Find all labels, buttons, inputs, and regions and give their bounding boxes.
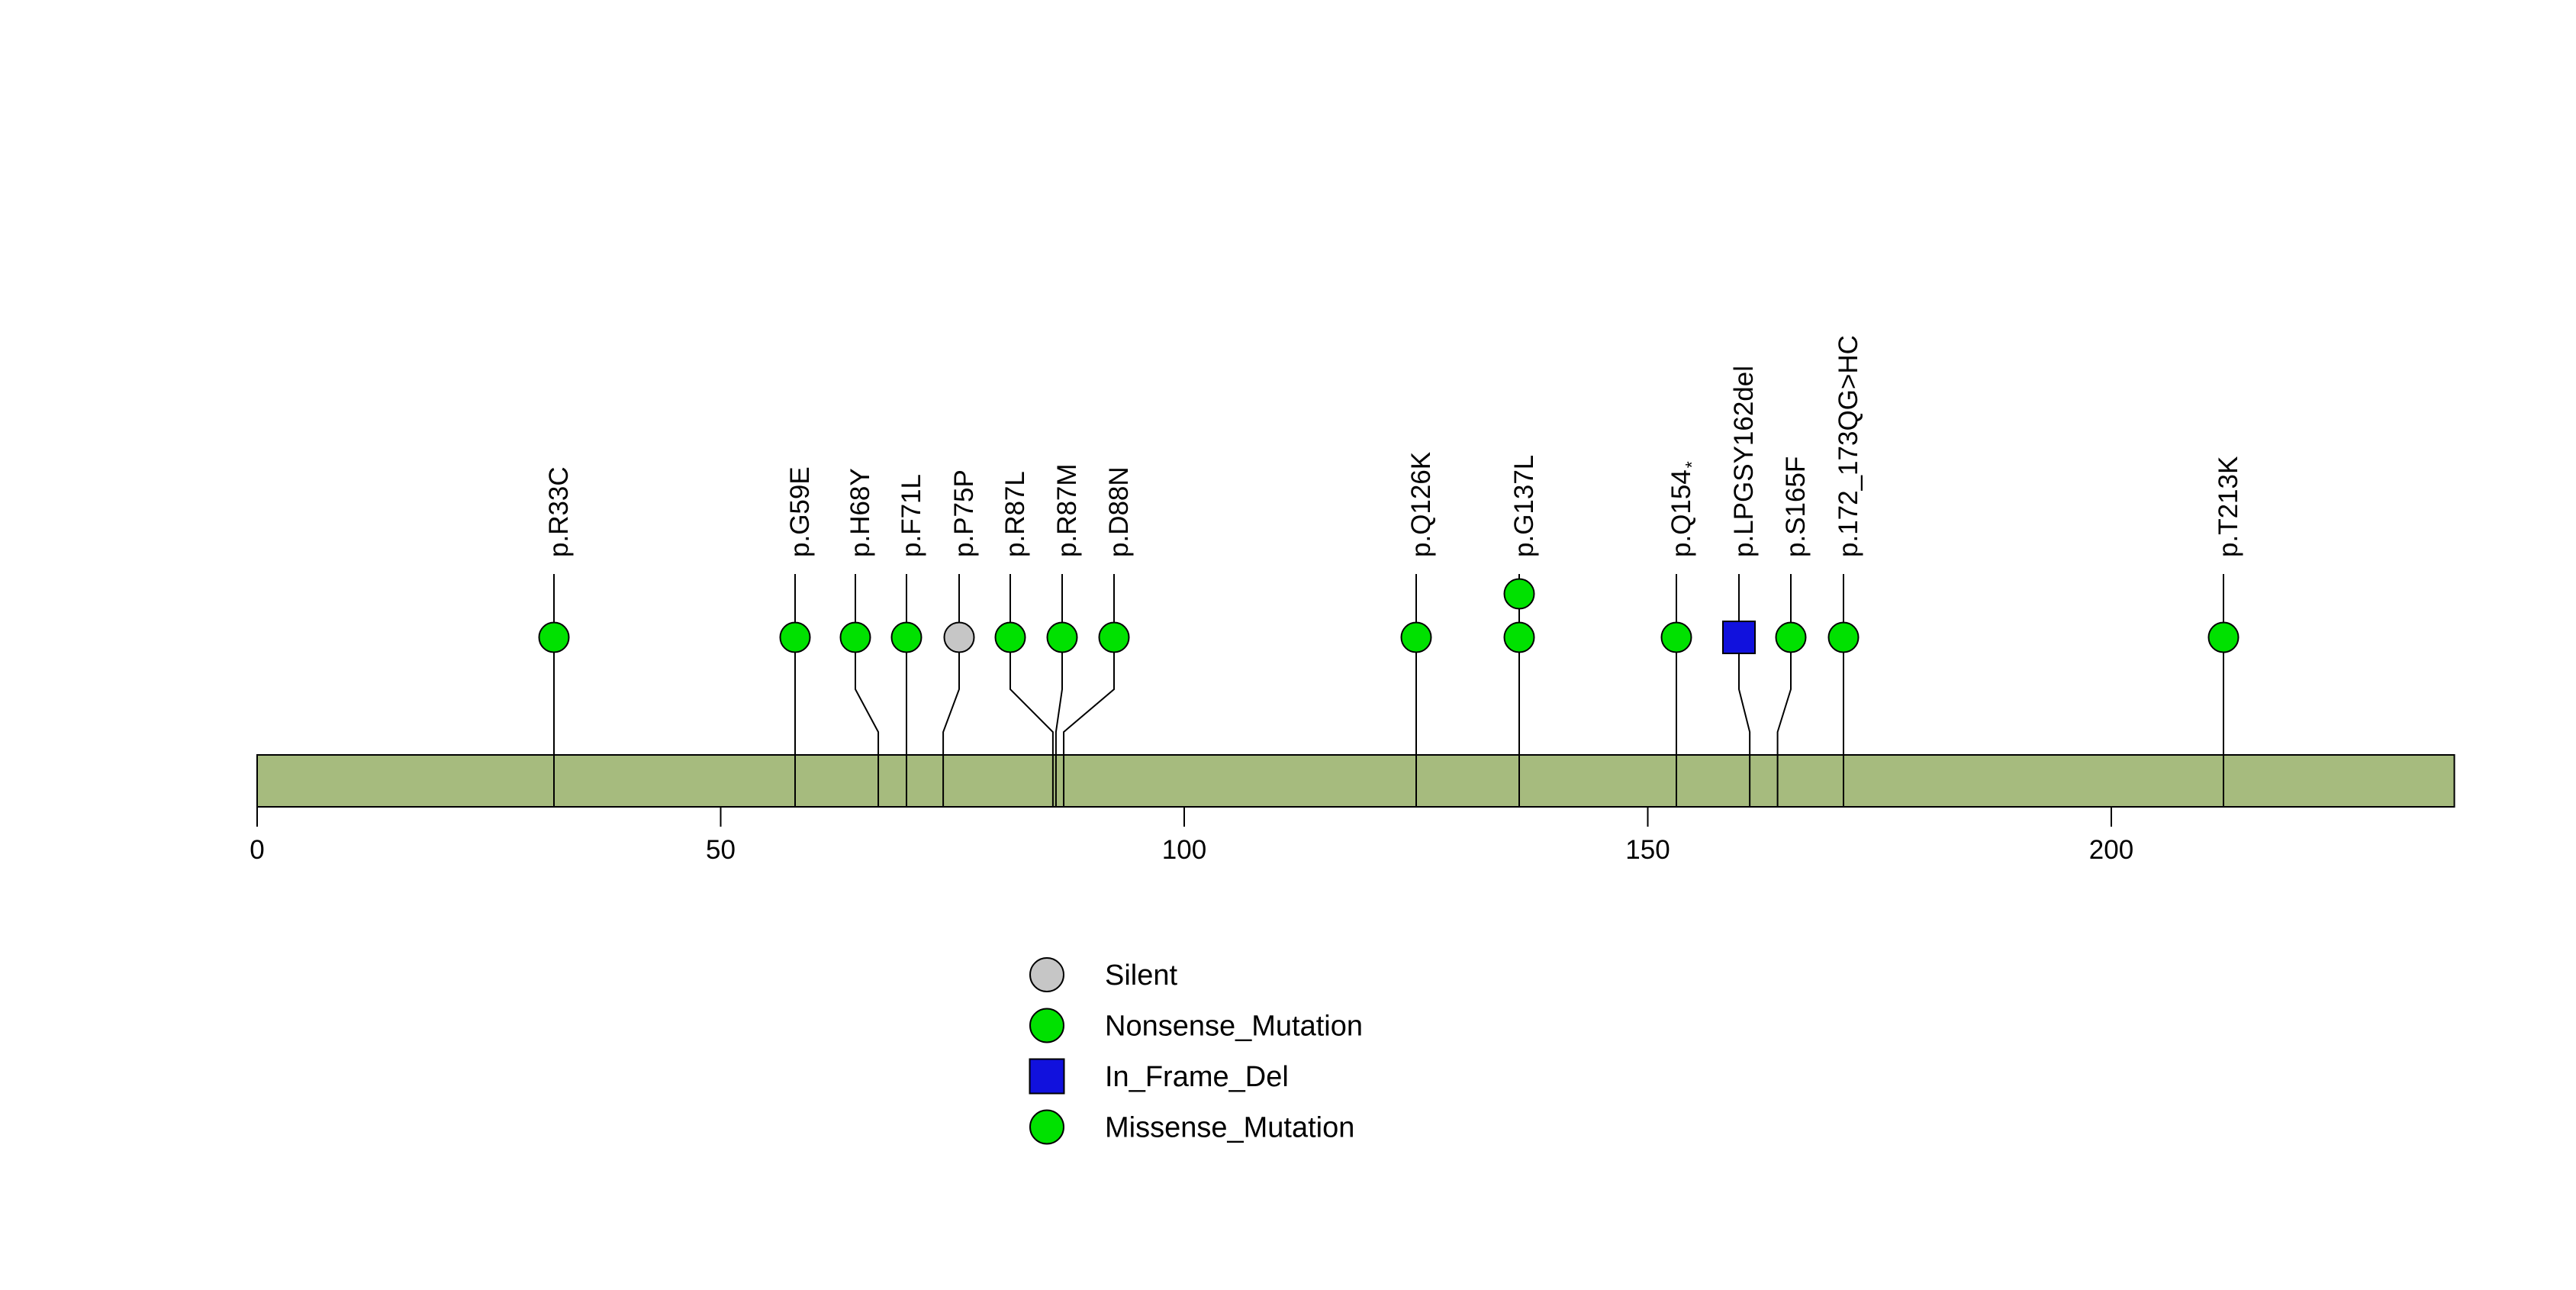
legend-swatch-missense-mutation — [1029, 1109, 1064, 1145]
mutation-head-p-s165f — [1775, 621, 1807, 653]
mutation-label-p-r87l: p.R87L — [1000, 471, 1030, 557]
x-axis-tick-label-0: 0 — [250, 835, 264, 865]
mutation-label-p-t213k: p.T213K — [2214, 456, 2243, 557]
mutation-head-p-172-173qg-hc — [1827, 621, 1860, 653]
legend-label-silent: Silent — [1105, 959, 1177, 992]
mutation-label-p-172-173qg-hc: p.172_173QG>HC — [1834, 335, 1863, 557]
x-axis-tick-label-50: 50 — [706, 835, 736, 865]
legend-swatch-in-frame-del — [1029, 1058, 1065, 1095]
mutation-head-p-f71l — [890, 621, 923, 653]
legend-label-nonsense-mutation: Nonsense_Mutation — [1105, 1011, 1363, 1043]
legend-label-missense-mutation: Missense_Mutation — [1105, 1112, 1354, 1144]
mutation-label-p-g137l: p.G137L — [1509, 455, 1539, 557]
legend-label-in-frame-del: In_Frame_Del — [1105, 1061, 1289, 1093]
mutation-head-p-h68y — [839, 621, 871, 653]
mutation-head-p-q126k — [1400, 621, 1432, 653]
mutation-head-p-g137l — [1503, 621, 1535, 653]
mutation-label-p-f71l: p.F71L — [897, 474, 926, 557]
mutation-label-p-r33c: p.R33C — [544, 466, 574, 557]
legend-item-silent: Silent — [1029, 957, 1177, 992]
mutation-label-p-g59e: p.G59E — [785, 466, 815, 557]
legend-item-missense-mutation: Missense_Mutation — [1029, 1109, 1354, 1145]
legend-swatch-silent — [1029, 957, 1064, 992]
mutation-label-p-d88n: p.D88N — [1104, 466, 1134, 557]
mutation-head-p-r87l — [994, 621, 1026, 653]
legend-swatch-nonsense-mutation — [1029, 1008, 1064, 1043]
mutation-head-p-q154 — [1660, 621, 1692, 653]
mutation-label-p-r87m: p.R87M — [1052, 463, 1082, 557]
x-axis-tick-label-100: 100 — [1162, 835, 1206, 865]
mutation-head-p-g59e — [779, 621, 811, 653]
mutation-head-p-r87m — [1046, 621, 1078, 653]
mutation-head-p-lpgsy162del — [1722, 621, 1756, 654]
mutation-head-p-t213k — [2207, 621, 2240, 653]
mutation-head-p-r33c — [538, 621, 570, 653]
legend-item-nonsense-mutation: Nonsense_Mutation — [1029, 1008, 1363, 1043]
mutation-head-p-d88n — [1098, 621, 1130, 653]
mutation-head-p-g137l-2 — [1503, 578, 1535, 610]
x-axis-tick-label-200: 200 — [2089, 835, 2133, 865]
x-axis-tick-label-150: 150 — [1625, 835, 1670, 865]
mutation-head-p-p75p — [943, 621, 975, 653]
legend-item-in-frame-del: In_Frame_Del — [1029, 1058, 1289, 1095]
mutation-label-p-lpgsy162del: p.LPGSY162del — [1729, 366, 1759, 557]
mutation-label-p-p75p: p.P75P — [949, 469, 979, 557]
mutation-label-p-s165f: p.S165F — [1781, 456, 1811, 557]
mutation-label-p-q126k: p.Q126K — [1406, 452, 1436, 557]
protein-domain-bar — [256, 754, 2455, 808]
mutation-label-p-h68y: p.H68Y — [845, 468, 875, 557]
mutation-label-p-q154: p.Q154* — [1666, 461, 1702, 557]
